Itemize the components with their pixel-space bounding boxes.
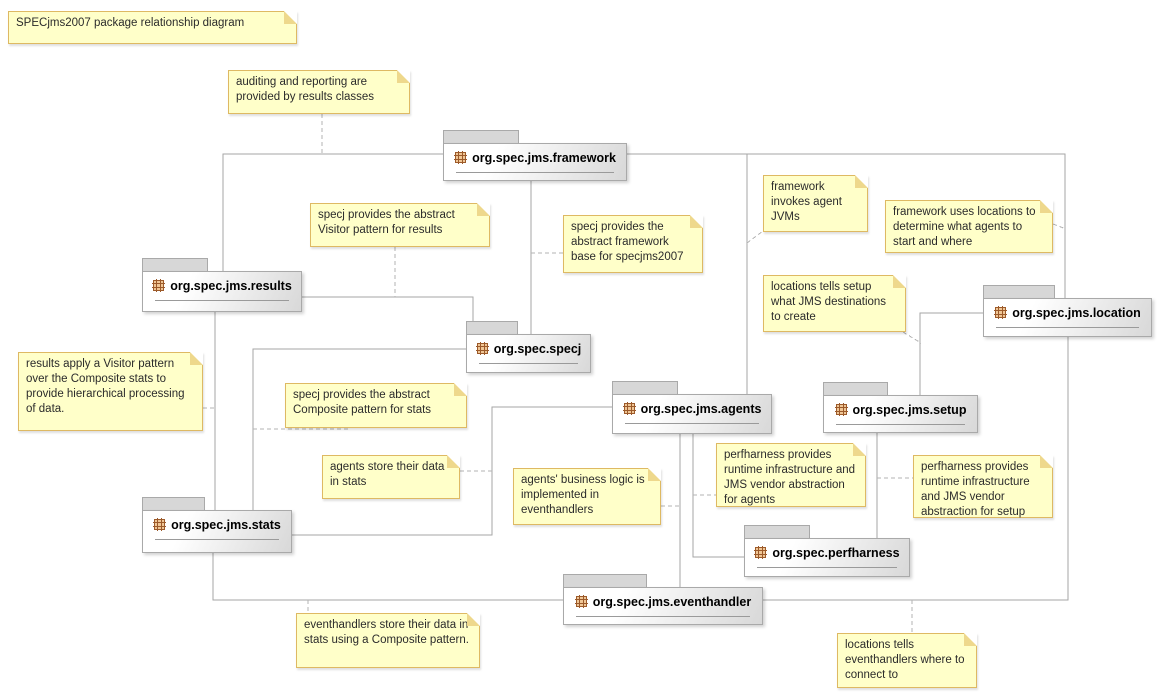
package-separator xyxy=(155,300,289,301)
note-text: framework uses locations to determine wh… xyxy=(893,206,1036,248)
package-tab xyxy=(744,525,810,538)
package-separator xyxy=(757,567,897,568)
package-name: org.spec.jms.setup xyxy=(852,402,967,417)
connector xyxy=(302,296,474,321)
package-location[interactable]: org.spec.jms.location xyxy=(983,285,1152,337)
package-body: org.spec.perfharness xyxy=(744,538,910,577)
package-separator xyxy=(479,363,578,364)
package-name: org.spec.jms.results xyxy=(170,278,292,293)
package-body: org.spec.jms.framework xyxy=(443,143,627,181)
note-agents_store[interactable]: agents store their data in stats xyxy=(322,455,460,499)
note-text: locations tells eventhandlers where to c… xyxy=(845,639,965,681)
package-grid-icon xyxy=(475,342,489,355)
note-text: perfharness provides runtime infrastruct… xyxy=(921,461,1030,518)
note-text: eventhandlers store their data in stats … xyxy=(304,619,469,646)
package-name: org.spec.perfharness xyxy=(772,545,900,560)
connector xyxy=(763,337,1069,601)
package-name: org.spec.jms.location xyxy=(1012,305,1141,320)
package-separator xyxy=(836,424,965,425)
note-results_visitor[interactable]: results apply a Visitor pattern over the… xyxy=(18,352,203,431)
note-text: perfharness provides runtime infrastruct… xyxy=(724,449,856,506)
package-body: org.spec.jms.agents xyxy=(612,394,772,434)
package-tab xyxy=(142,258,208,271)
note-text: SPECjms2007 package relationship diagram xyxy=(16,17,245,29)
package-body: org.spec.jms.location xyxy=(983,298,1152,337)
note-visitor_results[interactable]: specj provides the abstract Visitor patt… xyxy=(310,203,490,247)
connector xyxy=(692,434,744,558)
package-grid-icon xyxy=(454,151,468,164)
package-grid-icon xyxy=(153,518,167,531)
package-name: org.spec.jms.framework xyxy=(472,150,616,165)
note-perf_agents[interactable]: perfharness provides runtime infrastruct… xyxy=(716,443,866,507)
package-separator xyxy=(625,423,759,424)
connector xyxy=(222,153,443,271)
package-grid-icon xyxy=(574,595,588,608)
package-tab xyxy=(563,574,647,587)
package-grid-icon xyxy=(754,546,768,559)
note-composite_stats[interactable]: specj provides the abstract Composite pa… xyxy=(285,383,467,428)
package-body: org.spec.jms.stats xyxy=(142,510,292,553)
package-perfharness[interactable]: org.spec.perfharness xyxy=(744,525,910,577)
note-text: locations tells setup what JMS destinati… xyxy=(771,281,887,323)
package-tab xyxy=(466,321,518,334)
package-body: org.spec.jms.eventhandler xyxy=(563,587,763,625)
package-separator xyxy=(456,172,614,173)
package-grid-icon xyxy=(834,403,848,416)
package-agents[interactable]: org.spec.jms.agents xyxy=(612,381,772,434)
package-grid-icon xyxy=(152,279,166,292)
package-setup[interactable]: org.spec.jms.setup xyxy=(823,382,978,433)
note-text: auditing and reporting are provided by r… xyxy=(236,76,375,103)
note-business_logic[interactable]: agents' business logic is implemented in… xyxy=(513,468,661,525)
note-anchor-line xyxy=(902,331,922,344)
package-name: org.spec.specj xyxy=(493,341,582,356)
package-name: org.spec.jms.agents xyxy=(640,401,762,416)
note-text: results apply a Visitor pattern over the… xyxy=(26,358,185,415)
note-framework_base[interactable]: specj provides the abstract framework ba… xyxy=(563,215,703,273)
package-specj[interactable]: org.spec.specj xyxy=(466,321,591,373)
note-anchor-line xyxy=(1052,223,1067,230)
package-tab xyxy=(443,130,519,143)
package-separator xyxy=(996,327,1139,328)
package-tab xyxy=(823,382,888,395)
package-stats[interactable]: org.spec.jms.stats xyxy=(142,497,292,553)
package-grid-icon xyxy=(622,402,636,415)
package-results[interactable]: org.spec.jms.results xyxy=(142,258,302,312)
note-invokes_jvms[interactable]: framework invokes agent JVMs xyxy=(763,175,868,232)
package-grid-icon xyxy=(994,306,1008,319)
note-text: agents' business logic is implemented in… xyxy=(521,474,645,516)
package-tab xyxy=(612,381,678,394)
note-text: framework invokes agent JVMs xyxy=(771,181,842,223)
note-text: agents store their data in stats xyxy=(330,461,445,488)
note-eventhandlers_store[interactable]: eventhandlers store their data in stats … xyxy=(296,613,480,668)
note-anchor-line xyxy=(746,230,764,244)
note-uses_locations[interactable]: framework uses locations to determine wh… xyxy=(885,200,1053,253)
note-text: specj provides the abstract framework ba… xyxy=(571,221,684,263)
connector xyxy=(919,312,983,395)
package-body: org.spec.jms.setup xyxy=(823,395,978,433)
note-text: specj provides the abstract Visitor patt… xyxy=(318,209,455,236)
package-tab xyxy=(142,497,205,510)
package-tab xyxy=(983,285,1055,298)
note-tells_setup[interactable]: locations tells setup what JMS destinati… xyxy=(763,275,906,332)
package-name: org.spec.jms.stats xyxy=(171,517,281,532)
note-auditing[interactable]: auditing and reporting are provided by r… xyxy=(228,70,410,114)
diagram-title-note[interactable]: SPECjms2007 package relationship diagram xyxy=(8,11,297,44)
package-framework[interactable]: org.spec.jms.framework xyxy=(443,130,627,181)
package-separator xyxy=(576,616,750,617)
note-locations_eventhandlers[interactable]: locations tells eventhandlers where to c… xyxy=(837,633,977,688)
package-body: org.spec.jms.results xyxy=(142,271,302,312)
package-eventhandler[interactable]: org.spec.jms.eventhandler xyxy=(563,574,763,625)
connector xyxy=(252,348,466,510)
note-perf_setup[interactable]: perfharness provides runtime infrastruct… xyxy=(913,455,1053,518)
connector xyxy=(212,553,563,601)
package-body: org.spec.specj xyxy=(466,334,591,373)
note-text: specj provides the abstract Composite pa… xyxy=(293,389,432,416)
connector xyxy=(627,153,1066,298)
package-separator xyxy=(155,539,279,540)
package-name: org.spec.jms.eventhandler xyxy=(592,594,752,609)
